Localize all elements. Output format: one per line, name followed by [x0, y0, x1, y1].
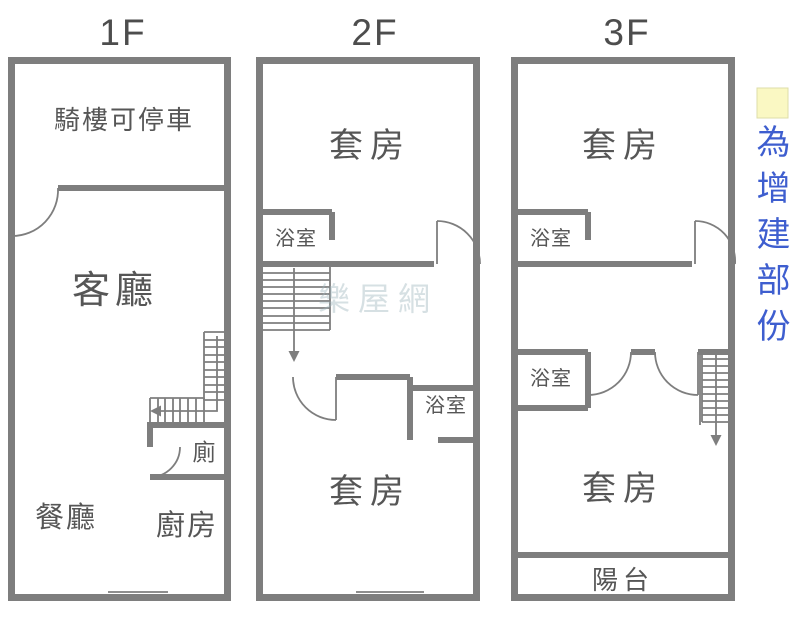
floor1-door-arc-toilet — [149, 446, 181, 478]
label-kitchen: 廚房 — [156, 509, 218, 542]
label-arcade-parking: 騎樓可停車 — [54, 105, 194, 135]
label-suite-3f-top: 套房 — [582, 127, 664, 165]
label-living-room: 客廳 — [72, 270, 158, 312]
floor2-door-arc-middle — [292, 376, 337, 421]
label-balcony: 陽台 — [592, 565, 654, 595]
label-suite-3f-bottom: 套房 — [582, 470, 664, 508]
label-suite-2f-top: 套房 — [329, 127, 411, 165]
floor1-outer-wall — [8, 57, 231, 601]
floor1-plan: 騎樓可停車 客廳 廁 餐廳 廚房 — [8, 57, 231, 601]
label-bathroom-2f-top: 浴室 — [275, 227, 317, 250]
label-bathroom-3f-middle: 浴室 — [530, 367, 572, 390]
label-bathroom-3f-top: 浴室 — [530, 227, 572, 250]
floor2-outer-wall — [256, 57, 480, 601]
label-suite-2f-bottom: 套房 — [329, 473, 411, 511]
floor3-door-arc-middle-right — [654, 351, 699, 396]
label-bathroom-2f-bottom: 浴室 — [425, 394, 467, 417]
floor3-door-arc-upper — [694, 220, 736, 265]
floor1-stairs-arrow-icon — [150, 405, 161, 417]
floor3-title: 3F — [603, 12, 650, 53]
floor2-plan: 套房 浴室 浴室 套房 — [256, 57, 481, 601]
floor3-plan: 套房 浴室 浴室 套房 陽台 — [511, 57, 736, 601]
floor1-title: 1F — [99, 12, 146, 53]
floor2-stairs — [260, 265, 331, 331]
label-toilet: 廁 — [193, 439, 216, 465]
watermark: 樂屋網 — [318, 281, 439, 317]
floor2-door-arc-upper — [436, 220, 481, 265]
floor2-title: 2F — [351, 12, 398, 53]
floor3-outer-wall — [511, 57, 735, 601]
legend-caption: 為增建部份 — [751, 124, 789, 354]
label-dining-room: 餐廳 — [35, 501, 97, 534]
legend-highlight-swatch — [756, 87, 789, 119]
floor2-stairs-arrow-icon — [288, 351, 300, 362]
floor1-stairs-direction-line — [160, 336, 218, 412]
floor1-door-arc-living — [11, 187, 59, 237]
floor3-door-arc-middle-left — [587, 351, 632, 396]
floor3-stairs-arrow-icon — [710, 435, 722, 446]
